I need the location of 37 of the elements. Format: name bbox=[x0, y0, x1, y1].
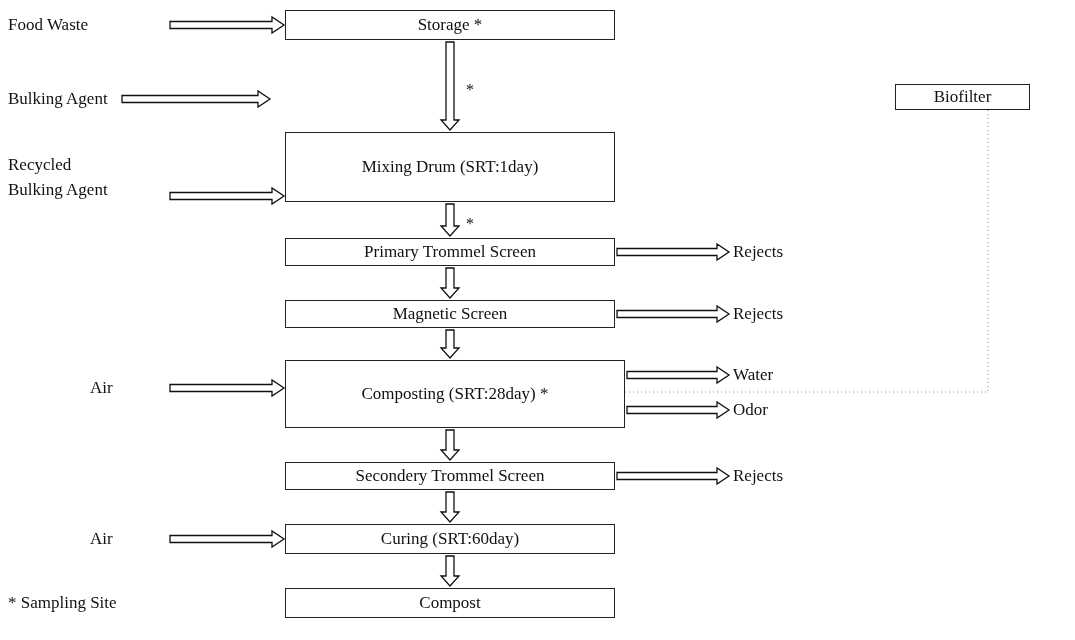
process-box: Composting (SRT:28day) * bbox=[285, 360, 625, 428]
hollow-arrow bbox=[626, 400, 731, 420]
flow-label: Rejects bbox=[733, 239, 813, 265]
hollow-arrow bbox=[439, 267, 461, 299]
hollow-arrow bbox=[169, 378, 286, 398]
hollow-arrow bbox=[121, 89, 272, 109]
flow-label: Odor bbox=[733, 397, 813, 423]
hollow-arrow bbox=[439, 41, 461, 131]
hollow-arrow bbox=[439, 491, 461, 523]
hollow-arrow bbox=[169, 15, 286, 35]
flow-label: Food Waste bbox=[8, 12, 168, 38]
process-box: Biofilter bbox=[895, 84, 1030, 110]
flow-label: Rejects bbox=[733, 301, 813, 327]
hollow-arrow bbox=[439, 555, 461, 587]
flow-label: Water bbox=[733, 362, 813, 388]
process-box: Magnetic Screen bbox=[285, 300, 615, 328]
process-box: Secondery Trommel Screen bbox=[285, 462, 615, 490]
process-box: Compost bbox=[285, 588, 615, 618]
hollow-arrow bbox=[439, 203, 461, 237]
process-box: Mixing Drum (SRT:1day) bbox=[285, 132, 615, 202]
flow-label: Air bbox=[90, 375, 168, 401]
flow-label: Recycled Bulking Agent bbox=[8, 150, 168, 204]
flow-label: Rejects bbox=[733, 463, 813, 489]
flow-label: Air bbox=[90, 526, 168, 552]
footnote: * Sampling Site bbox=[8, 592, 117, 614]
hollow-arrow bbox=[169, 529, 286, 549]
hollow-arrow bbox=[616, 304, 731, 324]
hollow-arrow bbox=[626, 365, 731, 385]
hollow-arrow bbox=[439, 429, 461, 461]
hollow-arrow bbox=[169, 186, 286, 206]
process-box: Storage * bbox=[285, 10, 615, 40]
process-box: Primary Trommel Screen bbox=[285, 238, 615, 266]
hollow-arrow bbox=[439, 329, 461, 359]
hollow-arrow bbox=[616, 466, 731, 486]
flow-label: Bulking Agent bbox=[8, 86, 120, 112]
process-box: Curing (SRT:60day) bbox=[285, 524, 615, 554]
hollow-arrow bbox=[616, 242, 731, 262]
